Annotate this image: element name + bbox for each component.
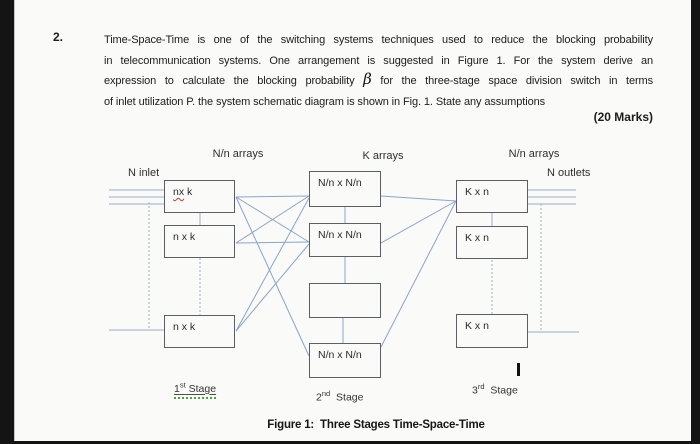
stage3-box-2: K x n bbox=[456, 226, 528, 259]
stage3-sup: rd bbox=[477, 382, 485, 391]
stage2-box-4: N/n x N/n bbox=[309, 343, 381, 378]
stage1-box-3: n x k bbox=[164, 315, 235, 348]
document-page: 2. Time-Space-Time is one of the switchi… bbox=[14, 0, 691, 441]
header-stage1-arrays: N/n arrays bbox=[212, 148, 264, 160]
stage3-box-1: K x n bbox=[456, 180, 528, 213]
stage1-word: Stage bbox=[188, 382, 217, 395]
figure-caption: Figure 1: Three Stages Time-Space-Time bbox=[267, 419, 485, 431]
stage2-box-1: N/n x N/n bbox=[309, 171, 381, 207]
stage1-box-1-label-misspelled: nx bbox=[173, 186, 185, 198]
question-line-3: expression to calculate the blocking pro… bbox=[104, 71, 653, 92]
stage2-label: 2nd Stage bbox=[316, 389, 363, 404]
stage2-word: Stage bbox=[336, 391, 364, 404]
stage1-num: 1 bbox=[174, 382, 180, 395]
stage3-num: 3 bbox=[472, 384, 478, 397]
stage3-box-3: K x n bbox=[456, 314, 528, 348]
outlet-label: N outlets bbox=[547, 167, 591, 179]
inlet-label: N inlet bbox=[128, 167, 160, 179]
question-line-2: in telecommunication systems. One arrang… bbox=[104, 54, 653, 67]
question-line-3-after: for the three-stage space division switc… bbox=[371, 75, 653, 88]
marks-label: (20 Marks) bbox=[593, 110, 653, 124]
stage1-label: 1st Stage bbox=[174, 380, 216, 395]
stage1-box-1: nx k bbox=[164, 180, 235, 213]
stage3-label: 3rd Stage bbox=[472, 382, 518, 397]
stage2-num: 2 bbox=[316, 391, 322, 404]
stage1-box-2: n x k bbox=[164, 225, 235, 258]
question-line-1: Time-Space-Time is one of the switching … bbox=[104, 34, 653, 46]
header-stage2-arrays: K arrays bbox=[362, 150, 404, 162]
question-line-3-before: expression to calculate the blocking pro… bbox=[104, 75, 364, 88]
question-line-4: of inlet utilization P. the system schem… bbox=[104, 96, 545, 109]
beta-symbol: β bbox=[363, 70, 372, 89]
stage2-box-2: N/n x N/n bbox=[309, 223, 381, 257]
text-cursor-bar bbox=[517, 363, 520, 376]
stage1-box-1-label-rest: k bbox=[184, 186, 193, 198]
stage3-word: Stage bbox=[490, 384, 518, 397]
stage2-sup: nd bbox=[321, 389, 331, 398]
question-paragraph: Time-Space-Time is one of the switching … bbox=[104, 30, 653, 113]
question-number: 2. bbox=[53, 30, 64, 44]
stage1-sup: st bbox=[179, 380, 186, 389]
stage2-box-3-empty bbox=[309, 283, 381, 318]
header-stage3-arrays: N/n arrays bbox=[508, 148, 560, 160]
